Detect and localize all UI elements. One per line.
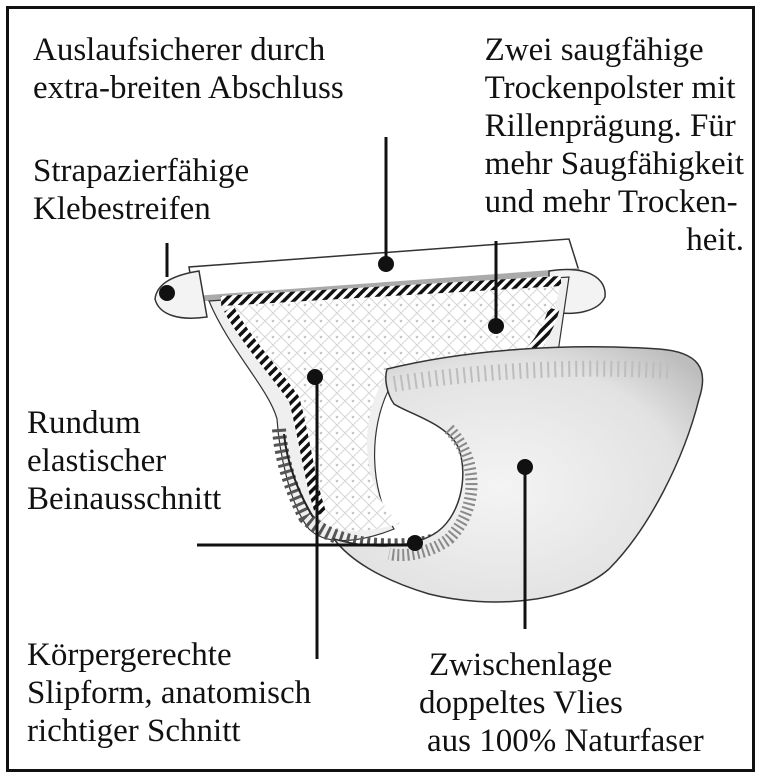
dot-rim — [378, 256, 394, 272]
dot-leg — [407, 535, 423, 551]
dot-pads — [488, 318, 504, 334]
label-fleece: Zwischenlage doppeltes Vlies aus 100% Na… — [417, 646, 704, 760]
label-fit: Körpergerechte Slipform, anatomisch rich… — [27, 636, 311, 750]
label-pads: Zwei saugfähige Trockenpolster mit Rille… — [485, 31, 744, 259]
diagram-frame: Auslaufsicherer durch extra-breiten Absc… — [6, 6, 755, 772]
dot-fleece — [517, 459, 533, 475]
label-rim: Auslaufsicherer durch extra-breiten Absc… — [33, 31, 344, 107]
front-panel — [334, 347, 703, 602]
dot-tapes — [159, 285, 175, 301]
label-tapes: Strapazierfähige Klebestreifen — [33, 152, 249, 228]
dot-fit — [307, 369, 323, 385]
label-leg: Rundum elastischer Beinausschnitt — [27, 404, 221, 518]
